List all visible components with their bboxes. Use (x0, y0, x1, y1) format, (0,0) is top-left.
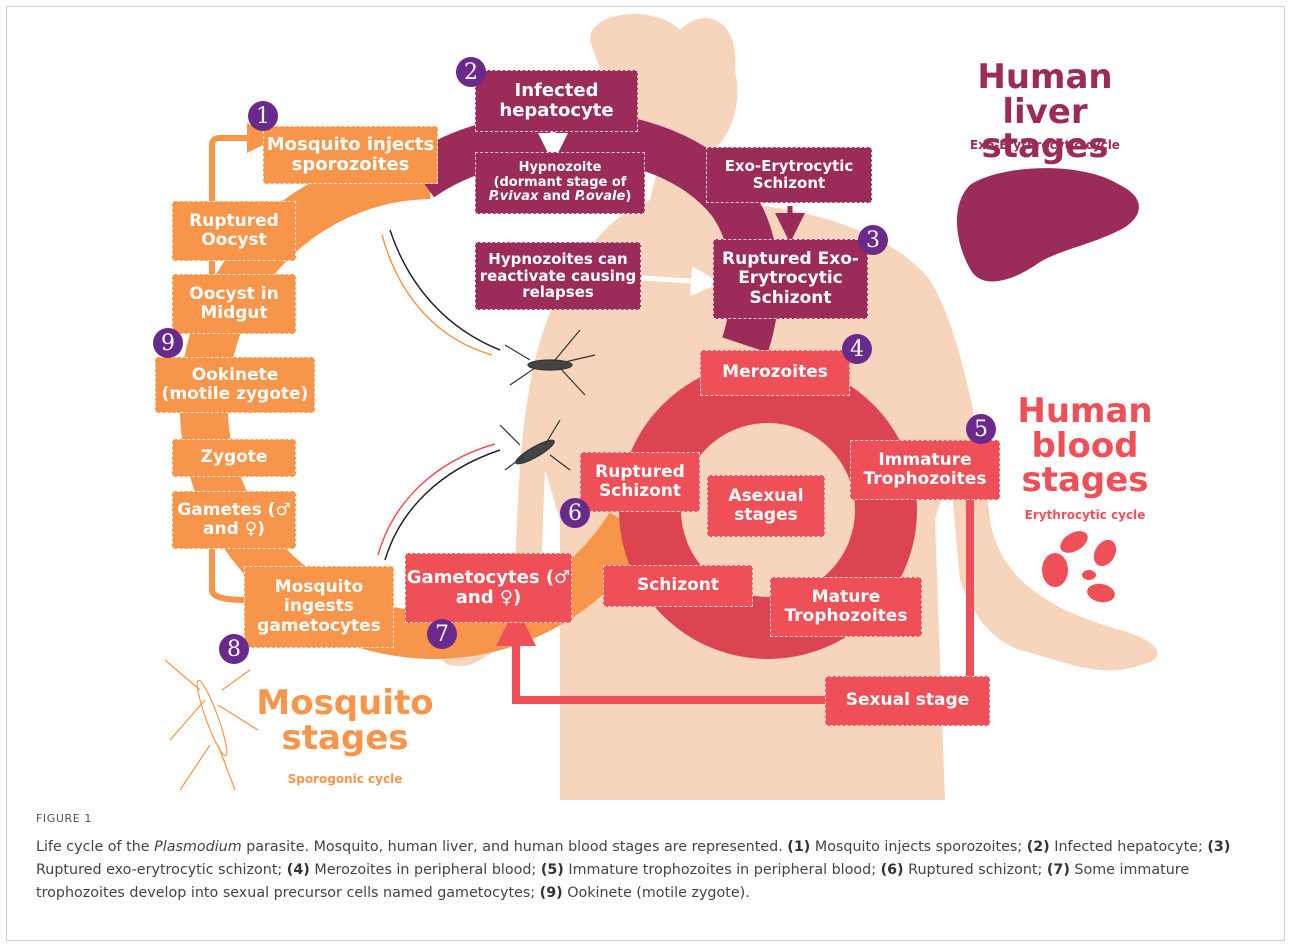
step-badge-1: 1 (248, 101, 278, 131)
step-badge-3: 3 (858, 225, 888, 255)
figure-label: FIGURE 1 (36, 812, 92, 825)
blood-stages-subtitle: Erythrocytic cycle (1000, 508, 1170, 522)
box-oocyst-midgut: Oocyst in Midgut (172, 274, 296, 334)
box-ruptured-oocyst: Ruptured Oocyst (172, 201, 296, 261)
step-badge-9: 9 (153, 328, 183, 358)
liver-stages-subtitle: Exo-Erythrocytic cycle (935, 138, 1155, 152)
box-ruptured-exo-schizont: Ruptured Exo-Erytrocytic Schizont (713, 239, 868, 319)
box-mosquito-injects: Mosquito injects sporozoites (263, 126, 438, 184)
box-merozoites: Merozoites (700, 350, 850, 396)
box-gametocytes: Gametocytes (♂ and ♀) (405, 553, 572, 623)
figure-caption: Life cycle of the Plasmodium parasite. M… (36, 836, 1266, 905)
box-mosquito-ingests: Mosquito ingests gametocytes (244, 566, 394, 648)
box-ookinete: Ookinete (motile zygote) (155, 357, 315, 413)
step-badge-6: 6 (560, 498, 590, 528)
step-badge-2: 2 (456, 57, 486, 87)
step-badge-7: 7 (427, 619, 457, 649)
step-badge-8: 8 (219, 634, 249, 664)
mosquito-stages-subtitle: Sporogonic cycle (250, 772, 440, 786)
box-exo-schizont: Exo-Erytrocytic Schizont (706, 147, 872, 203)
box-reactivate: Hypnozoites can reactivate causing relap… (475, 242, 641, 310)
step-badge-4: 4 (842, 334, 872, 364)
mosquito-icon (165, 660, 258, 790)
box-schizont: Schizont (603, 565, 753, 607)
box-hypnozoite: Hypnozoite (dormant stage of P.vivax and… (475, 152, 645, 214)
box-immature-trophozoites: Immature Trophozoites (850, 440, 1000, 500)
red-blood-cells-icon (1042, 527, 1121, 605)
box-zygote: Zygote (172, 439, 296, 477)
box-sexual-stage: Sexual stage (825, 676, 990, 726)
mosquito-stages-title: Mosquito stages (250, 686, 440, 755)
box-infected-hepatocyte: Infected hepatocyte (475, 70, 638, 132)
blood-stages-title: Human blood stages (1010, 394, 1160, 498)
step-badge-5: 5 (966, 414, 996, 444)
liver-icon (957, 168, 1139, 281)
box-ruptured-schizont: Ruptured Schizont (580, 452, 700, 512)
box-asexual-stages: Asexual stages (707, 475, 825, 537)
box-mature-trophozoites: Mature Trophozoites (770, 577, 922, 637)
box-gametes: Gametes (♂ and ♀) (172, 491, 296, 549)
